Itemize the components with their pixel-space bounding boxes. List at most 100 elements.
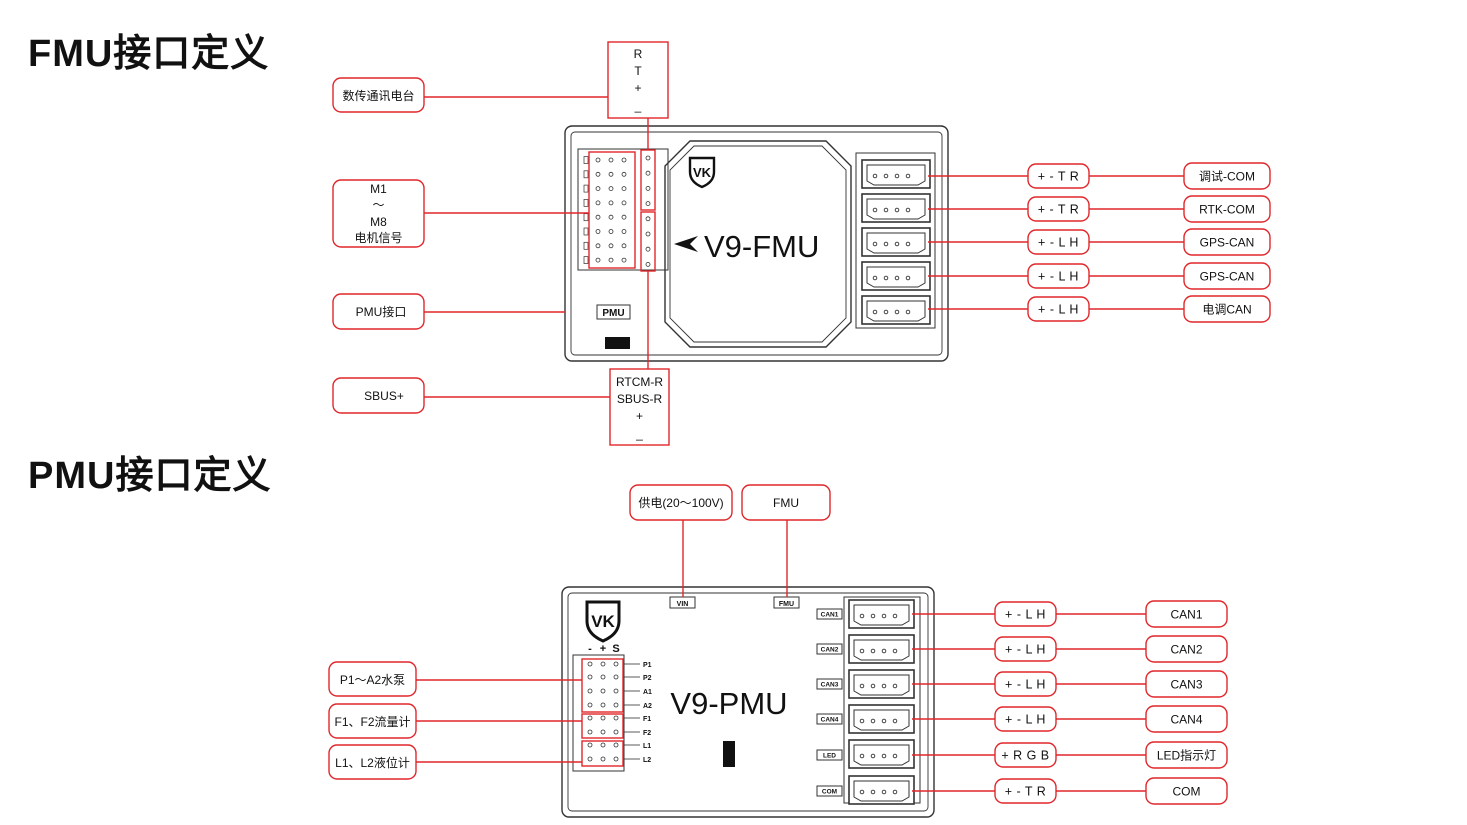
connector-port: [848, 704, 915, 734]
pmu-port-name: CAN1: [1170, 608, 1202, 622]
header-pin: [645, 155, 651, 161]
pmu-row-label: A1: [643, 689, 652, 696]
header-pin: [645, 185, 651, 191]
label-level-gauge: L1、L2液位计: [335, 755, 410, 770]
fmu-pin-label: + - T R: [1038, 203, 1080, 217]
header-pin: [600, 729, 606, 735]
pmu-row-label: A2: [643, 703, 652, 710]
header-pin: [600, 702, 606, 708]
pmu-row-label: P2: [643, 675, 652, 682]
fmu-section-title: FMU接口定义: [28, 33, 270, 75]
connector-port: [848, 739, 915, 769]
header-pin: [600, 756, 606, 762]
header-pin: [595, 214, 601, 220]
pmu-vin-tag: VIN: [677, 601, 689, 608]
header-pin: [645, 231, 651, 237]
fmu-port-name: 调试-COM: [1199, 169, 1255, 184]
header-pin: [600, 742, 606, 748]
pmu-row-label: F1: [643, 716, 651, 723]
pmu-pin-label: + - L H: [1005, 713, 1046, 727]
svg-text:_: _: [635, 427, 643, 441]
header-pin: [608, 157, 614, 163]
pmu-port-tag: CAN3: [821, 682, 839, 689]
label-sbus: SBUS+: [364, 389, 404, 403]
connector-port: [848, 634, 915, 664]
label-m8: M8: [370, 215, 387, 229]
pmu-black-pad: [723, 741, 735, 767]
label-radio: 数传通讯电台: [342, 88, 414, 103]
label-motor-signal: 电机信号: [354, 231, 402, 245]
header-pin: [608, 214, 614, 220]
fmu-top-signal-box: R T + _: [634, 47, 643, 113]
label-pmu-port: PMU接口: [356, 304, 407, 319]
label-fmu: FMU: [773, 496, 799, 510]
header-pin: [595, 200, 601, 206]
pmu-port-name: CAN2: [1170, 643, 1202, 657]
header-pin: [608, 229, 614, 234]
fmu-motor-header: [583, 155, 651, 267]
header-pin: [613, 729, 619, 735]
label-m1: M1: [370, 182, 387, 196]
svg-text:+: +: [600, 643, 606, 655]
header-pin: [587, 702, 593, 708]
vk-shield-logo-icon: VK: [585, 600, 621, 643]
header-pin: [613, 661, 619, 667]
vk-shield-logo-icon: VK: [688, 156, 716, 189]
svg-text:VK: VK: [591, 612, 615, 631]
fmu-black-pad: [605, 337, 630, 349]
header-pin: [587, 715, 593, 721]
header-pin: [645, 261, 651, 267]
pmu-port-tag: CAN2: [821, 647, 839, 654]
pmu-section-title: PMU接口定义: [28, 455, 272, 497]
fmu-pmu-tag: PMU: [602, 308, 624, 319]
svg-text:S: S: [612, 643, 619, 655]
header-pin: [621, 171, 627, 177]
connector-port: [848, 599, 915, 629]
svg-text:+: +: [636, 409, 643, 423]
header-pin: [613, 715, 619, 721]
label-power-supply: 供电(20～100V): [638, 496, 723, 510]
fmu-bottom-signal-box: RTCM-R SBUS-R + _: [616, 375, 663, 441]
pmu-pin-label: + R G B: [1001, 749, 1049, 763]
pmu-board-title: V9-PMU: [670, 686, 787, 721]
header-pin: [600, 674, 606, 680]
header-pin: [595, 186, 601, 192]
fmu-pin-label: + - L H: [1038, 270, 1079, 284]
connector-port: [861, 193, 931, 223]
fmu-port-name: RTK-COM: [1199, 203, 1255, 217]
header-pin: [587, 688, 593, 694]
header-pin: [613, 702, 619, 708]
header-pin: [608, 200, 614, 206]
pmu-port-tag: LED: [823, 753, 836, 760]
header-pin: [587, 742, 593, 748]
fmu-pin-label: + - L H: [1038, 303, 1079, 317]
header-pin: [608, 186, 614, 192]
header-pin: [595, 229, 601, 234]
pmu-port-name: CAN4: [1170, 713, 1202, 727]
pmu-pin-label: + - L H: [1005, 643, 1046, 657]
header-pin: [608, 257, 614, 263]
svg-text:+: +: [634, 81, 641, 95]
pmu-port-name: COM: [1173, 785, 1201, 799]
connector-port: [861, 295, 931, 325]
header-pin: [621, 157, 627, 163]
label-flowmeter: F1、F2流量计: [334, 715, 410, 729]
header-pin: [645, 170, 651, 176]
header-pin: [595, 171, 601, 177]
header-pin: [613, 742, 619, 748]
svg-text:SBUS-R: SBUS-R: [617, 392, 663, 406]
fmu-pin-label: + - T R: [1038, 170, 1080, 184]
svg-text:T: T: [634, 64, 642, 78]
fmu-port-name: 电调CAN: [1202, 303, 1251, 317]
pmu-pin-label: + - L H: [1005, 608, 1046, 622]
pmu-port-name: LED指示灯: [1157, 748, 1216, 763]
header-pin: [621, 200, 627, 206]
connector-port: [848, 669, 915, 699]
header-pin: [600, 715, 606, 721]
fmu-board-title: V9-FMU: [704, 229, 819, 264]
pmu-row-label: P1: [643, 662, 652, 669]
header-pin: [621, 186, 627, 192]
header-pin: [587, 729, 593, 735]
